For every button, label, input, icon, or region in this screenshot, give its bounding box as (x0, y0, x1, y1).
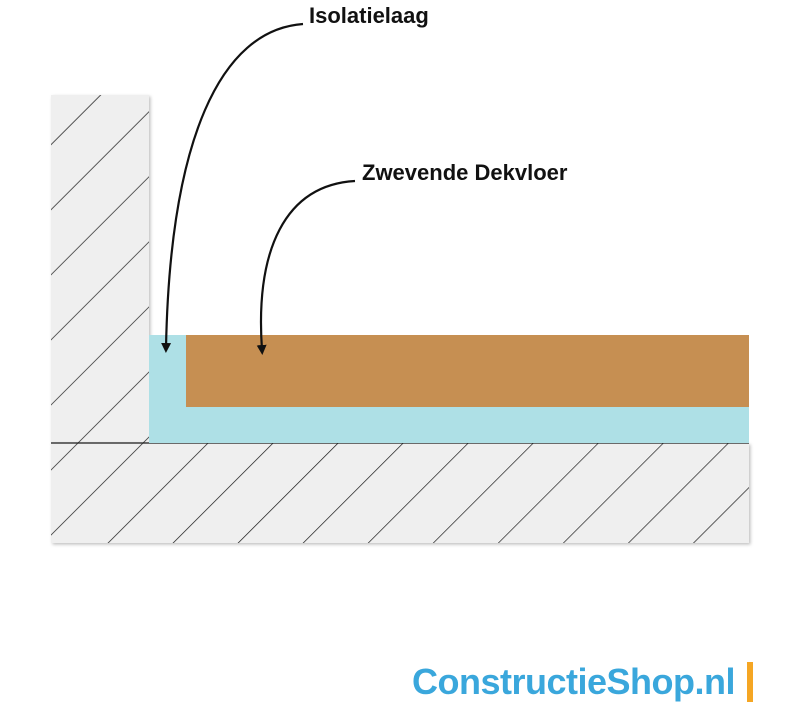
brand-logo: ConstructieShop.nl (412, 657, 754, 707)
insulation-layer (149, 335, 749, 443)
isolatie-label: Isolatielaag (309, 3, 429, 28)
dekvloer-label: Zwevende Dekvloer (362, 160, 568, 185)
wall (51, 95, 149, 443)
logo-brand-text: ConstructieShop (412, 661, 695, 702)
isolatie-arrow (161, 22, 304, 353)
logo-accent-bar (747, 662, 754, 702)
base-slab (51, 443, 749, 543)
screed-layer (186, 335, 749, 407)
logo-tld-text: .nl (694, 661, 736, 702)
dekvloer-arrow (256, 179, 356, 355)
